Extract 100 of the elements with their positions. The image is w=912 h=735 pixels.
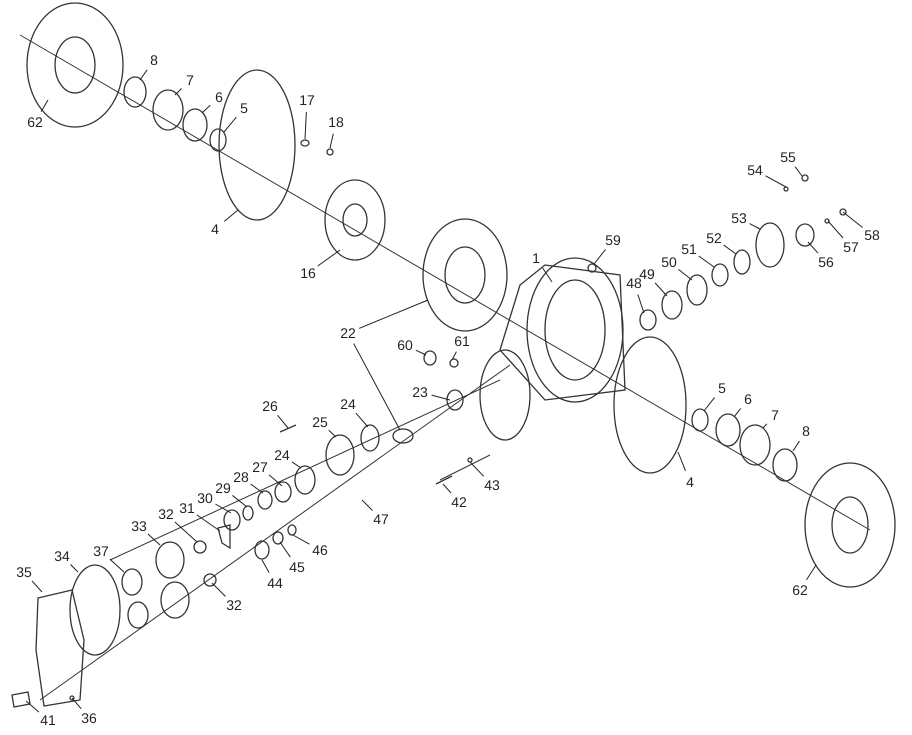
leader-line [794,166,802,176]
callout-number: 60 [397,337,413,353]
leader-line [328,430,336,438]
leader-line [765,175,786,188]
leader-line [762,423,768,428]
callout-number: 8 [802,423,810,439]
callout-number: 28 [233,469,249,485]
leader-line [224,116,237,132]
callout-number: 32 [158,506,174,522]
callout-number: 36 [81,710,97,726]
callout-number: 31 [179,500,195,516]
callout-number: 47 [373,511,389,527]
callout-number: 5 [240,100,248,116]
callout-number: 29 [215,480,231,496]
leader-line [109,558,124,572]
leader-line [72,698,82,710]
leader-line [304,111,307,140]
callout-number: 50 [661,254,677,270]
callout-number: 37 [93,543,109,559]
leader-line [212,582,226,598]
leader-line [250,484,264,494]
callout-number: 4 [686,474,694,490]
leader-line [723,244,736,254]
leader-line [678,452,686,472]
leader-line [637,294,644,314]
callout-number: 57 [843,239,859,255]
callout-number: 62 [27,114,43,130]
callout-number: 4 [211,221,219,237]
callout-number: 23 [412,384,428,400]
leader-line [174,88,182,96]
leader-line [214,504,232,514]
callout-number: 58 [864,227,880,243]
leader-line [431,394,450,400]
callout-number: 30 [197,490,213,506]
callout-number: 18 [328,114,344,130]
callout-number: 5 [718,380,726,396]
callout-number: 46 [312,542,328,558]
callout-number: 53 [731,210,747,226]
leader-line [330,133,334,148]
leader-line [806,564,816,580]
leader-line [140,69,148,80]
leader-line [202,104,211,114]
leader-line [40,100,48,112]
callout-number: 56 [818,254,834,270]
callout-number: 55 [780,149,796,165]
leader-line [317,250,340,266]
callout-number: 7 [186,72,194,88]
callout-number: 51 [681,241,697,257]
leader-line [291,461,302,468]
leader-line [147,534,160,546]
callout-number: 7 [771,407,779,423]
callout-number: 62 [792,582,808,598]
callout-number: 45 [289,559,305,575]
callout-number: 8 [150,52,158,68]
callout-number: 52 [706,230,722,246]
callout-number: 42 [451,494,467,510]
leader-line [792,440,800,452]
callout-number: 6 [744,391,752,407]
leader-line [280,542,291,558]
leader-line [358,300,428,329]
leader-line [734,408,742,418]
callout-number: 41 [40,712,56,728]
leader-line [224,210,238,222]
callout-number: 43 [484,477,500,493]
callout-number: 32 [226,597,242,613]
leader-line [26,700,40,713]
leader-line [355,412,368,428]
callout-number: 16 [300,265,316,281]
leader-line [749,223,760,230]
callout-number: 6 [215,89,223,105]
leader-line [842,212,864,228]
leader-line [442,484,452,494]
callout-number: 26 [262,398,278,414]
callout-number: 34 [54,548,70,564]
leader-line [678,268,692,280]
leader-line [808,242,818,254]
leader-line [594,248,606,264]
leader-line [542,267,552,282]
leader-line [262,560,270,574]
leader-line [32,580,42,592]
leader-line [70,564,78,572]
leader-line [654,282,668,296]
leader-line [232,494,248,508]
leader-line [362,500,374,512]
callout-number: 44 [267,575,283,591]
callout-number: 24 [274,447,290,463]
leader-line [292,534,310,545]
callout-number: 1 [532,250,540,266]
callout-number: 17 [299,92,315,108]
leader-line [196,514,220,532]
leader-line [268,474,282,486]
leader-line [704,396,716,412]
callout-number: 54 [747,162,763,178]
callout-number: 22 [340,325,356,341]
callout-number: 25 [312,414,328,430]
callout-number: 61 [454,333,470,349]
leader-line [353,343,400,430]
leader-line [277,414,288,428]
callout-number: 24 [340,396,356,412]
callout-number: 59 [605,232,621,248]
